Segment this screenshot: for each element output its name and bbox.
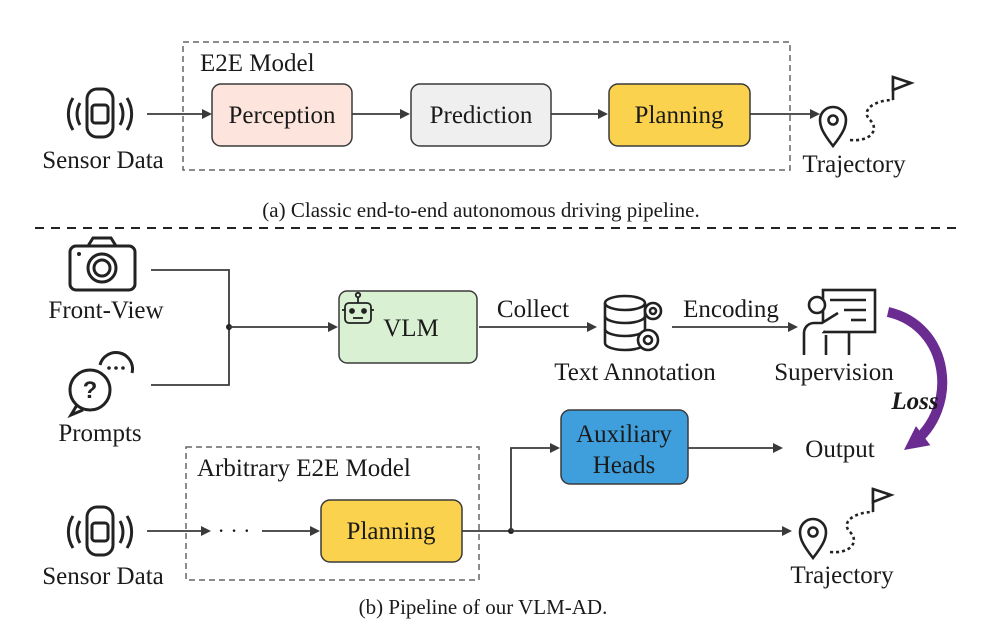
loss-arrow	[886, 307, 948, 451]
trajectory-label-a: Trajectory	[802, 151, 906, 178]
sensor-data-label-b: Sensor Data	[42, 563, 164, 590]
perception-box: Perception	[211, 83, 353, 147]
prompts-connector	[151, 327, 230, 386]
svg-text:Prediction: Prediction	[430, 102, 533, 129]
output-label: Output	[805, 436, 875, 463]
supervision-label: Supervision	[774, 359, 894, 386]
svg-text:Auxiliary: Auxiliary	[576, 421, 672, 448]
vlm-box: VLM	[338, 290, 478, 364]
svg-text:VLM: VLM	[383, 315, 439, 342]
car-sensor-icon	[66, 505, 134, 557]
ellipsis-label: · · ·	[218, 518, 251, 543]
panel-b: Front-View ? Prompts VLM	[42, 236, 948, 619]
trajectory-flag-icon	[818, 75, 915, 149]
robot-icon	[342, 291, 374, 324]
sensor-data-label-a: Sensor Data	[42, 147, 164, 174]
trajectory-flag-icon	[798, 487, 895, 561]
database-gear-icon	[603, 294, 663, 352]
arbitrary-e2e-group	[185, 446, 480, 581]
panel-a: E2E Model Sensor Data Perception Predict…	[42, 41, 915, 222]
question-bubble-icon: ?	[67, 351, 134, 419]
prediction-box: Prediction	[410, 83, 552, 147]
caption-a: (a) Classic end-to-end autonomous drivin…	[262, 198, 699, 222]
svg-text:Heads: Heads	[593, 452, 655, 479]
front-view-label: Front-View	[48, 297, 163, 324]
svg-text:Perception: Perception	[229, 102, 336, 129]
prompts-label: Prompts	[58, 420, 141, 447]
camera-icon	[68, 236, 137, 292]
arrow-to-aux-heads	[510, 443, 560, 531]
auxiliary-heads-box: Auxiliary Heads	[560, 409, 689, 485]
text-annotation-label: Text Annotation	[554, 359, 716, 386]
encoding-label: Encoding	[683, 296, 779, 323]
arbitrary-e2e-label: Arbitrary E2E Model	[197, 455, 411, 482]
collect-label: Collect	[497, 296, 569, 323]
planning-box-a: Planning	[608, 83, 751, 147]
svg-text:Planning: Planning	[635, 102, 724, 129]
car-sensor-icon	[66, 87, 134, 139]
front-view-connector	[151, 269, 230, 327]
caption-b: (b) Pipeline of our VLM-AD.	[359, 595, 608, 619]
planning-box-b: Planning	[320, 499, 463, 563]
e2e-model-group	[182, 41, 791, 171]
teacher-board-icon	[802, 288, 877, 355]
svg-text:?: ?	[83, 377, 98, 404]
loss-label: Loss	[890, 388, 938, 415]
trajectory-label-b: Trajectory	[790, 562, 894, 589]
svg-text:Planning: Planning	[347, 518, 436, 545]
e2e-model-label: E2E Model	[200, 50, 315, 77]
